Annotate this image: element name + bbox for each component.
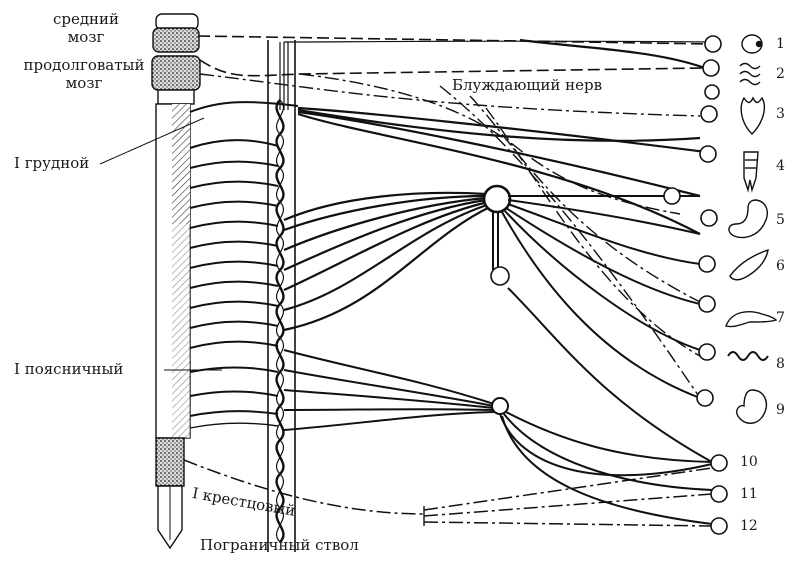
upper-efferent-fibers (297, 38, 711, 235)
mesenteric-ganglion (490, 266, 510, 286)
terminal-ganglion-6 (698, 255, 716, 273)
thoracic-label: I грудной (14, 154, 90, 172)
terminal-ganglion-9 (696, 389, 714, 407)
midbrain-label-line-1: средний (52, 10, 120, 28)
lumbar-label: I поясничный (14, 360, 124, 378)
sympathetic-trunk-label: Пограничный ствол (200, 536, 359, 554)
celiac-ganglion (482, 184, 512, 286)
organ-number-9: 9 (776, 402, 785, 418)
medulla-label-line-1: продолговатый (23, 56, 145, 74)
eye-icon (741, 34, 763, 54)
organ-number-4: 4 (776, 158, 785, 174)
terminal-ganglion-4 (699, 145, 717, 163)
stomach-icon (728, 199, 768, 239)
terminal-ganglion-8 (698, 343, 716, 361)
terminal-ganglion-12 (710, 517, 728, 535)
medulla-label-line-2: мозг (65, 74, 103, 92)
organ-number-5: 5 (776, 212, 785, 228)
organ-number-2: 2 (776, 66, 785, 82)
thoracic-hatched-column (172, 104, 190, 224)
trachea-icon (743, 151, 759, 193)
organ-number-7: 7 (776, 310, 785, 326)
midbrain-label: средний мозг (26, 10, 146, 46)
terminal-ganglion-7 (698, 295, 716, 313)
terminal-ganglion-10 (710, 454, 728, 472)
vagus-nerve-label: Блуждающий нерв (452, 76, 603, 94)
cervical-segment (157, 89, 195, 105)
terminal-ganglion-2b (704, 84, 720, 100)
sacral-parasympathetic-lines (183, 459, 713, 527)
terminal-ganglion-4b (663, 187, 681, 205)
medulla-band (151, 55, 201, 91)
organ-number-3: 3 (776, 106, 785, 122)
vagus-nerve-lines (199, 73, 701, 399)
spinal-cord (151, 13, 201, 550)
organ-number-1: 1 (776, 36, 785, 52)
midbrain-label-line-2: мозг (67, 28, 105, 46)
liver-icon (729, 248, 769, 281)
heart-icon (740, 96, 766, 135)
glands-icon (739, 62, 761, 86)
organ-number-8: 8 (776, 356, 785, 372)
terminal-ganglia (663, 35, 728, 535)
sacral-segment (155, 437, 185, 487)
inferior-mesenteric-ganglion (491, 397, 509, 415)
terminal-ganglion-1 (704, 35, 722, 53)
organ-number-6: 6 (776, 258, 785, 274)
postganglionic-celiac (501, 194, 713, 463)
organ-number-12: 12 (740, 518, 758, 534)
organ-icons (725, 34, 778, 424)
terminal-ganglion-11 (710, 485, 728, 503)
preganglionic-to-celiac (283, 191, 493, 332)
sympathetic-trunk (267, 40, 296, 552)
midbrain-band (152, 27, 200, 53)
label-pointers (99, 117, 222, 371)
preganglionic-lumbar (283, 349, 495, 431)
organ-number-10: 10 (740, 454, 758, 470)
organ-number-11: 11 (740, 486, 758, 502)
pancreas-icon (725, 311, 778, 328)
medulla-label: продолговатый мозг (14, 56, 154, 92)
rami-communicantes (189, 101, 299, 429)
vagus-bundle (279, 40, 713, 110)
postganglionic-lower (499, 411, 713, 525)
terminal-ganglion-5 (700, 209, 718, 227)
bladder-icon (735, 389, 768, 424)
lumbar-hatched-column (172, 224, 190, 438)
cranial-parasympathetic-lines (197, 35, 713, 77)
intestine-icon (727, 351, 769, 361)
terminal-ganglion-3 (700, 105, 718, 123)
terminal-ganglion-2 (702, 59, 720, 77)
